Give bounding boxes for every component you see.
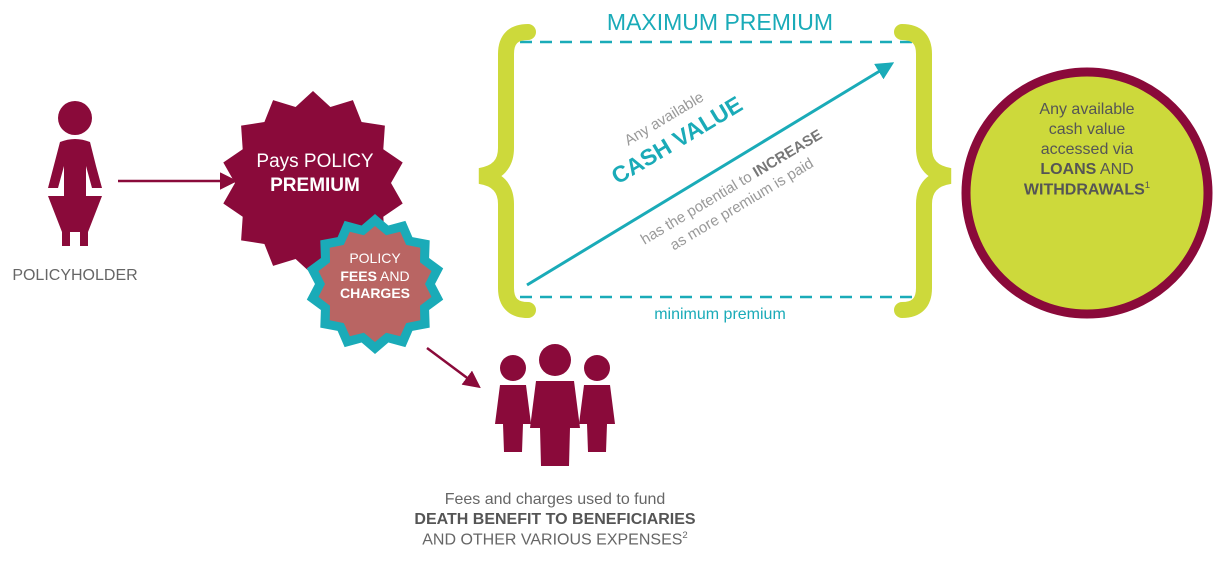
maximum-premium-label: MAXIMUM PREMIUM <box>560 8 880 37</box>
policyholder-label: POLICYHOLDER <box>12 267 138 284</box>
premium-seal-text: Pays POLICY PREMIUM <box>250 150 380 198</box>
fees-seal-line2: FEES AND <box>340 267 410 284</box>
left-brace <box>478 24 536 318</box>
premium-seal-line2: PREMIUM <box>270 174 360 196</box>
arrow-to-beneficiaries <box>426 346 481 389</box>
beneficiaries-line1: Fees and charges used to fund <box>444 491 666 508</box>
beneficiaries-line2: DEATH BENEFIT TO BENEFICIARIES <box>414 511 696 528</box>
circle-line4: LOANS AND <box>1040 161 1134 178</box>
premium-seal-line1: Pays POLICY <box>256 151 374 172</box>
group-of-people-icon <box>495 344 615 466</box>
circle-text: Any available cash value accessed via LO… <box>1017 100 1157 200</box>
circle-line3: accessed via <box>1040 141 1134 158</box>
fees-seal-line1: POLICY <box>349 250 401 266</box>
fees-seal-text: POLICY FEES AND CHARGES <box>320 250 430 303</box>
right-brace <box>894 24 952 318</box>
fees-seal-line3: CHARGES <box>339 285 410 301</box>
circle-line1: Any available <box>1039 101 1135 118</box>
circle-line5: WITHDRAWALS1 <box>1023 180 1151 199</box>
cash-value-arrow <box>526 62 895 287</box>
person-icon <box>48 101 102 246</box>
beneficiaries-text: Fees and charges used to fund DEATH BENE… <box>380 490 730 550</box>
circle-line2: cash value <box>1048 121 1126 138</box>
beneficiaries-line3: AND OTHER VARIOUS EXPENSES2 <box>422 530 688 549</box>
minimum-premium-label: minimum premium <box>654 306 786 323</box>
fees-seal <box>318 226 432 342</box>
loans-withdrawals-circle <box>961 67 1213 319</box>
